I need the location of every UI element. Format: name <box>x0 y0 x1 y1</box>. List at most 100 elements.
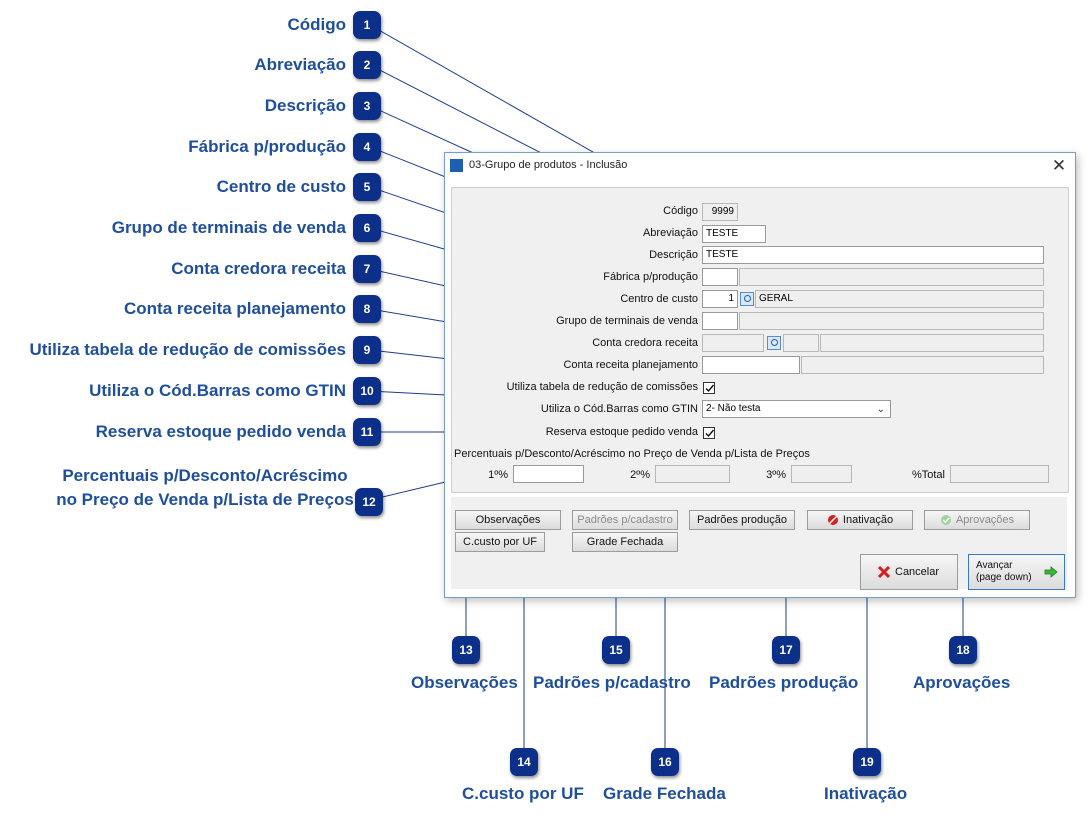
conta-credora-lookup-icon[interactable] <box>767 336 781 350</box>
reserva-estoque-checkbox[interactable] <box>703 427 715 439</box>
centro-custo-code-field[interactable]: 1 <box>702 290 738 308</box>
callout-badge-17: 17 <box>772 636 800 664</box>
conta-planejamento-field[interactable] <box>702 356 800 374</box>
callout-label-1: Código <box>287 15 346 34</box>
callout-badge-8: 8 <box>353 295 381 323</box>
percentuais-title: Percentuais p/Desconto/Acréscimo no Preç… <box>454 448 810 460</box>
callout-label-19: Inativação <box>824 784 908 803</box>
callout-label-16: Grade Fechada <box>603 784 726 803</box>
codigo-label: Código <box>663 205 698 217</box>
padroes-cadastro-button[interactable]: Padrões p/cadastro <box>572 510 678 530</box>
descricao-field[interactable]: TESTE <box>702 246 1044 264</box>
utiliza-gtin-value: 2- Não testa <box>706 403 761 414</box>
callout-label-5: Centro de custo <box>216 177 346 196</box>
title-bar: 03-Grupo de produtos - Inclusão ✕ <box>445 153 1075 179</box>
inativacao-label: Inativação <box>842 514 894 526</box>
percentual-total-label: %Total <box>911 469 945 481</box>
conta-credora-label: Conta credora receita <box>592 337 698 349</box>
reserva-estoque-label: Reserva estoque pedido venda <box>545 426 698 438</box>
callout-label-18: Aprovações <box>913 673 1011 692</box>
callout-badge-2: 2 <box>353 51 381 79</box>
avancar-label-line2: (page down) <box>976 572 1032 583</box>
grupo-terminais-code-field[interactable] <box>702 312 738 330</box>
callout-label-6: Grupo de terminais de venda <box>111 218 346 237</box>
grade-fechada-button[interactable]: Grade Fechada <box>572 532 678 552</box>
percentual-1-label: 1º% <box>488 469 508 481</box>
dialog-window: 03-Grupo de produtos - Inclusão ✕ Código… <box>444 152 1076 598</box>
abreviacao-label: Abreviação <box>642 227 698 239</box>
cancelar-label: Cancelar <box>895 566 940 578</box>
grupo-terminais-label: Grupo de terminais de venda <box>556 315 698 327</box>
callout-label-12: Percentuais p/Desconto/Acréscimo no Preç… <box>56 466 354 509</box>
centro-custo-lookup-icon[interactable] <box>740 292 754 306</box>
conta-credora-code2 <box>783 334 819 352</box>
callout-badge-7: 7 <box>353 255 381 283</box>
grupo-terminais-desc-field <box>739 312 1044 330</box>
callout-badge-18: 18 <box>949 636 977 664</box>
percentual-3-field <box>791 465 852 483</box>
callout-badge-13: 13 <box>452 636 480 664</box>
check-circle-icon <box>940 515 951 526</box>
callout-label-7: Conta credora receita <box>171 259 346 278</box>
button-area: Observações Padrões p/cadastro Padrões p… <box>451 497 1067 590</box>
callout-badge-15: 15 <box>602 636 630 664</box>
avancar-label: Avançar (page down) <box>976 560 1032 584</box>
callout-label-10: Utiliza o Cód.Barras como GTIN <box>89 381 346 400</box>
aprovacoes-button[interactable]: Aprovações <box>924 510 1030 530</box>
conta-credora-field <box>702 334 764 352</box>
aprovacoes-label: Aprovações <box>955 514 1015 526</box>
callout-badge-10: 10 <box>353 377 381 405</box>
callout-badge-19: 19 <box>853 748 881 776</box>
percentual-3-label: 3º% <box>766 469 786 481</box>
callout-label-17: Padrões produção <box>709 673 859 692</box>
percentual-total-field <box>950 465 1049 483</box>
avancar-label-line1: Avançar <box>976 560 1013 571</box>
callout-badge-12: 12 <box>355 488 383 516</box>
utiliza-tabela-label: Utiliza tabela de redução de comissões <box>506 381 698 393</box>
cancelar-button[interactable]: Cancelar <box>860 554 958 590</box>
callout-label-8: Conta receita planejamento <box>123 299 346 318</box>
forbidden-icon <box>827 515 838 526</box>
abreviacao-field[interactable]: TESTE <box>702 225 766 243</box>
fabrica-label: Fábrica p/produção <box>603 271 698 283</box>
cancel-x-icon <box>877 566 891 579</box>
window-title: 03-Grupo de produtos - Inclusão <box>469 159 628 171</box>
callout-badge-11: 11 <box>353 418 381 446</box>
callout-badge-14: 14 <box>510 748 538 776</box>
utiliza-gtin-select[interactable]: 2- Não testa ⌄ <box>702 400 891 418</box>
callout-label-3: Descrição <box>264 96 346 115</box>
callout-badge-4: 4 <box>353 133 381 161</box>
callout-badge-5: 5 <box>353 173 381 201</box>
conta-planejamento-desc-field <box>801 356 1044 374</box>
chevron-down-icon: ⌄ <box>876 404 885 415</box>
close-icon[interactable]: ✕ <box>1051 156 1067 175</box>
avancar-button[interactable]: Avançar (page down) <box>968 554 1065 590</box>
callout-badge-3: 3 <box>353 92 381 120</box>
padroes-producao-button[interactable]: Padrões produção <box>689 510 795 530</box>
callout-label-11: Reserva estoque pedido venda <box>95 422 346 441</box>
callout-badge-9: 9 <box>353 336 381 364</box>
callout-badge-16: 16 <box>651 748 679 776</box>
callout-badge-6: 6 <box>353 214 381 242</box>
utiliza-tabela-checkbox[interactable] <box>703 382 715 394</box>
fabrica-code-field[interactable] <box>702 268 738 286</box>
conta-credora-desc-field <box>820 334 1044 352</box>
app-icon <box>450 159 463 172</box>
codigo-field: 9999 <box>702 203 738 221</box>
arrow-right-icon <box>1044 566 1058 578</box>
percentual-2-field <box>655 465 730 483</box>
centro-custo-label: Centro de custo <box>620 293 698 305</box>
percentual-2-label: 2º% <box>630 469 650 481</box>
descricao-label: Descrição <box>649 249 698 261</box>
inativacao-button[interactable]: Inativação <box>807 510 913 530</box>
conta-planejamento-label: Conta receita planejamento <box>563 359 698 371</box>
callout-label-2: Abreviação <box>254 55 346 74</box>
form-panel: Código 9999 Abreviação TESTE Descrição T… <box>451 187 1069 493</box>
utiliza-gtin-label: Utiliza o Cód.Barras como GTIN <box>540 403 698 415</box>
callout-label-15: Padrões p/cadastro <box>533 673 691 692</box>
centro-custo-desc-field: GERAL <box>755 290 1044 308</box>
percentual-1-field[interactable] <box>513 465 584 483</box>
callout-label-14: C.custo por UF <box>462 784 584 803</box>
ccusto-uf-button[interactable]: C.custo por UF <box>455 532 545 552</box>
observacoes-button[interactable]: Observações <box>455 510 561 530</box>
